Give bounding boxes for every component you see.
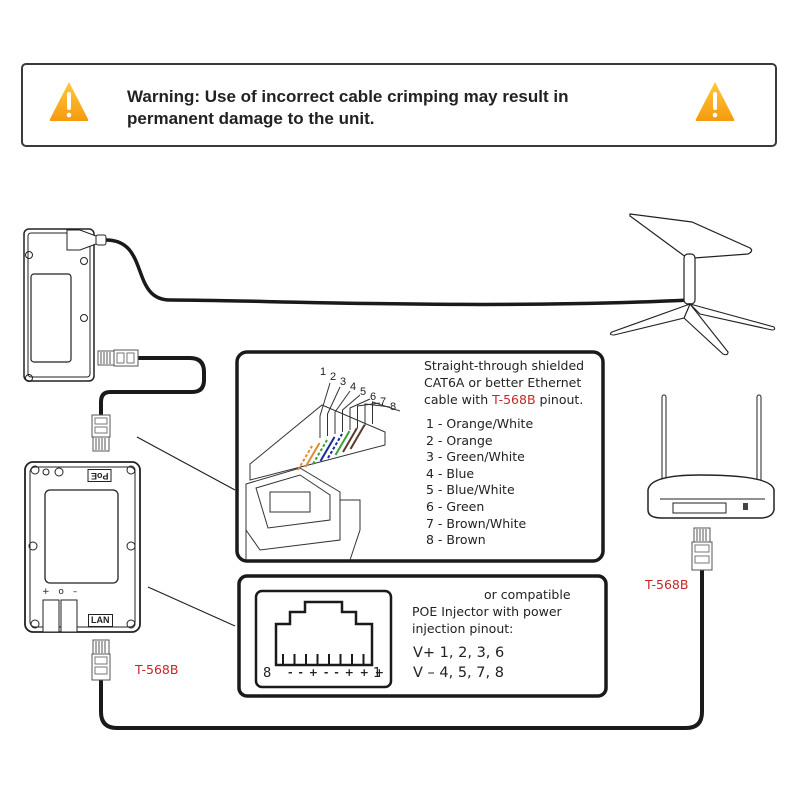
vplus-pins: V+ 1, 2, 3, 6 [413,645,505,661]
rj45-connector-drawing [245,404,386,561]
cable-pinout-panel [235,350,605,563]
pin-number-label: 5 [360,386,367,398]
pin-list-item: 1 - Orange/White [426,416,534,431]
pin-list-item: 7 - Brown/White [426,515,527,531]
warning-line-2: permanent damage to the unit. [127,109,375,128]
wire-pin-6 [334,430,351,456]
ethernet-cable-power-to-poe [99,356,206,415]
poe-desc-line: POE Injector with power [412,604,562,619]
pin-number-label: 4 [350,381,357,393]
cable-desc-line: CAT6A or better Ethernet [424,375,582,390]
cable-desc-prefix: cable with [424,392,493,407]
pin-leader-3 [334,390,351,434]
jack-pin-8-label: 8 [263,666,272,681]
pin-color-list: 1 - Orange/White 2 - Orange 3 - Green/Wh… [426,416,533,549]
pin-number-label: 2 [330,371,337,383]
pin-leader-1 [319,382,331,438]
pin-leader-2 [327,386,341,436]
pin-list-item: 6 - Green [426,498,485,514]
rj45-jack-frame [254,589,393,689]
poe-pinout-panel [237,574,608,698]
pin-number-label: 3 [340,376,347,388]
warning-triangle-icon [695,82,735,121]
warning-line-1: Warning: Use of incorrect cable crimping… [127,87,569,106]
pin-leader-7 [364,403,391,426]
pin-list-item: 8 - Brown [426,532,486,548]
router [647,394,775,519]
poe-desc-line: or compatible [484,587,571,602]
jack-pin-1-label: 1 [373,666,382,681]
rj45-jack-outline [274,600,374,667]
rj45-plug-icon [691,527,713,571]
standard-label: T-568B [492,392,536,407]
pin-number-label: 6 [370,391,377,403]
leader-line [147,586,236,627]
warning-banner: Warning: Use of incorrect cable crimping… [21,63,777,147]
vminus-pins: V – 4, 5, 7, 8 [413,665,504,681]
t568b-label-right: T-568B [645,577,689,592]
satellite-dish [609,213,776,356]
cable-description: Straight-through shielded CAT6A or bette… [424,357,584,408]
warning-triangle-icon [49,82,89,121]
wire-pin-2 [304,442,321,468]
rj45-plug-icon [91,414,111,452]
cable-desc-line: cable with T-568B pinout. [424,391,584,408]
warning-text: Warning: Use of incorrect cable crimping… [127,86,568,130]
pin-list-item: 5 - Blue/White [426,482,515,498]
pin-list-item: 4 - Blue [426,465,475,481]
rj45-plug-icon [97,349,139,367]
cable-desc-line: Straight-through shielded [424,358,585,373]
poe-desc-line: injection pinout: [412,621,514,636]
pin-leader-4 [342,394,361,432]
wire-pin-8 [349,424,366,450]
jack-polarity-label: - - + - - + + + [288,666,385,679]
t568b-label-left: T-568B [135,662,179,677]
lan-tag: LAN [88,614,113,627]
wire-pin-7 [342,427,358,453]
poe-tag: PoE [88,469,112,482]
leader-line [136,436,236,491]
dish-cable [105,238,691,307]
poe-unit [24,461,141,633]
pin-number-label: 7 [380,396,387,408]
pin-number-label: 1 [320,366,327,378]
poe-description: or compatible POE Injector with power in… [412,586,571,637]
rj45-plug-icon [91,639,111,681]
terminal-labels: + o – [42,587,81,597]
cable-desc-suffix: pinout. [535,392,584,407]
pin-leader-8 [372,401,401,424]
poe-voltage-pins: V+ 1, 2, 3, 6 V – 4, 5, 7, 8 [413,643,504,683]
pin-list-item: 2 - Orange [426,432,493,448]
pin-number-label: 8 [390,401,397,413]
pin-list-item: 3 - Green/White [426,449,525,465]
ethernet-cable-router [99,568,704,730]
power-supply-unit [23,228,107,382]
wire-pin-4 [319,436,336,462]
pin-leader-5 [349,398,371,430]
